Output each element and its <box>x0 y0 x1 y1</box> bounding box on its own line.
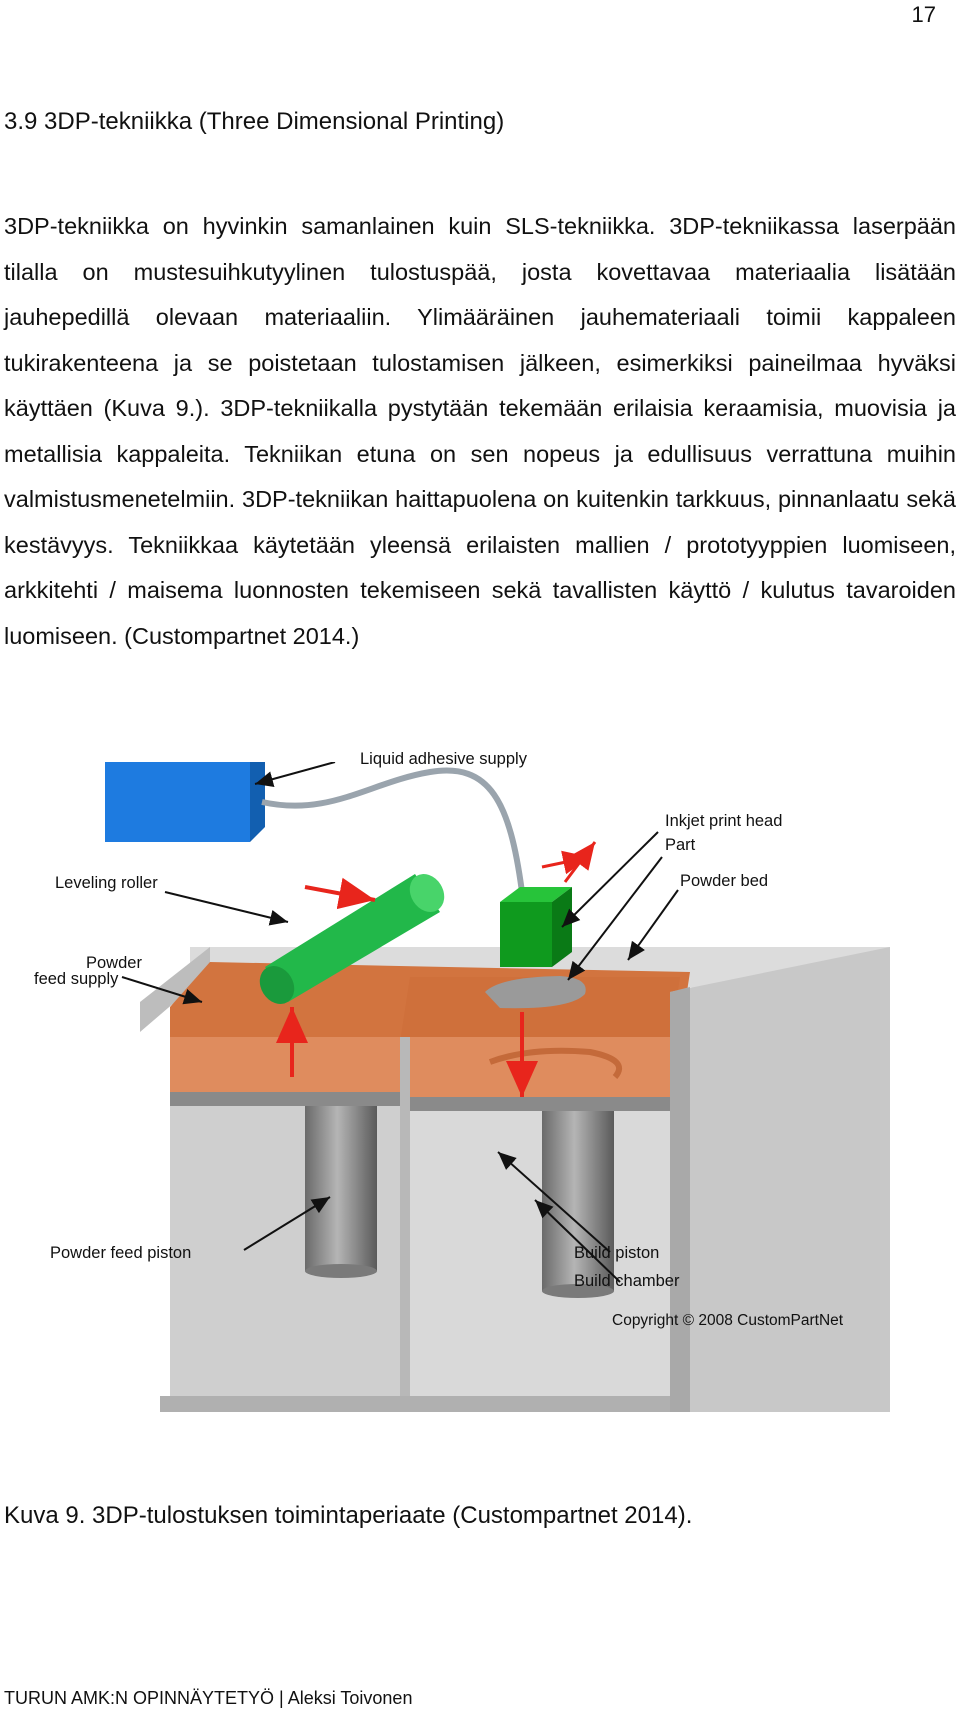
figure-caption: Kuva 9. 3DP-tulostuksen toimintaperiaate… <box>4 1502 693 1529</box>
label-powder-feed-supply-line1: Powder <box>86 954 142 972</box>
build-powder-front <box>405 1037 670 1097</box>
powder-feed-piston-shaft <box>305 1106 377 1271</box>
left-wall <box>140 947 210 1032</box>
leveling-roller-shape <box>259 874 445 1004</box>
body-paragraph: 3DP-tekniikka on hyvinkin samanlainen ku… <box>4 213 956 649</box>
figure-3dp-principle: Liquid adhesive supply Inkjet print head… <box>30 750 950 1462</box>
label-powder-feed-piston: Powder feed piston <box>50 1244 192 1262</box>
label-inkjet-print-head: Inkjet print head <box>665 812 783 830</box>
label-build-chamber: Build chamber <box>574 1272 680 1290</box>
part-shape <box>485 976 586 1009</box>
right-wall <box>670 947 890 1412</box>
label-liquid-adhesive-supply: Liquid adhesive supply <box>360 750 527 768</box>
label-powder-bed: Powder bed <box>680 872 769 890</box>
label-build-piston: Build piston <box>574 1244 660 1262</box>
label-powder-feed-supply-line2: feed supply <box>34 970 119 988</box>
label-leveling-roller: Leveling roller <box>55 874 158 892</box>
label-part: Part <box>665 836 696 854</box>
inkjet-print-head-shape <box>500 887 572 967</box>
adhesive-supply-box <box>105 762 265 842</box>
section-heading: 3.9 3DP-tekniikka (Three Dimensional Pri… <box>4 108 505 135</box>
figure-copyright: Copyright © 2008 CustomPartNet <box>612 1312 844 1329</box>
page-footer: TURUN AMK:N OPINNÄYTETYÖ | Aleksi Toivon… <box>4 1688 413 1708</box>
adhesive-tube <box>261 767 525 893</box>
page-number: 17 <box>911 2 936 27</box>
figure-illustration <box>105 762 890 1412</box>
powder-feed-front <box>170 1037 400 1092</box>
